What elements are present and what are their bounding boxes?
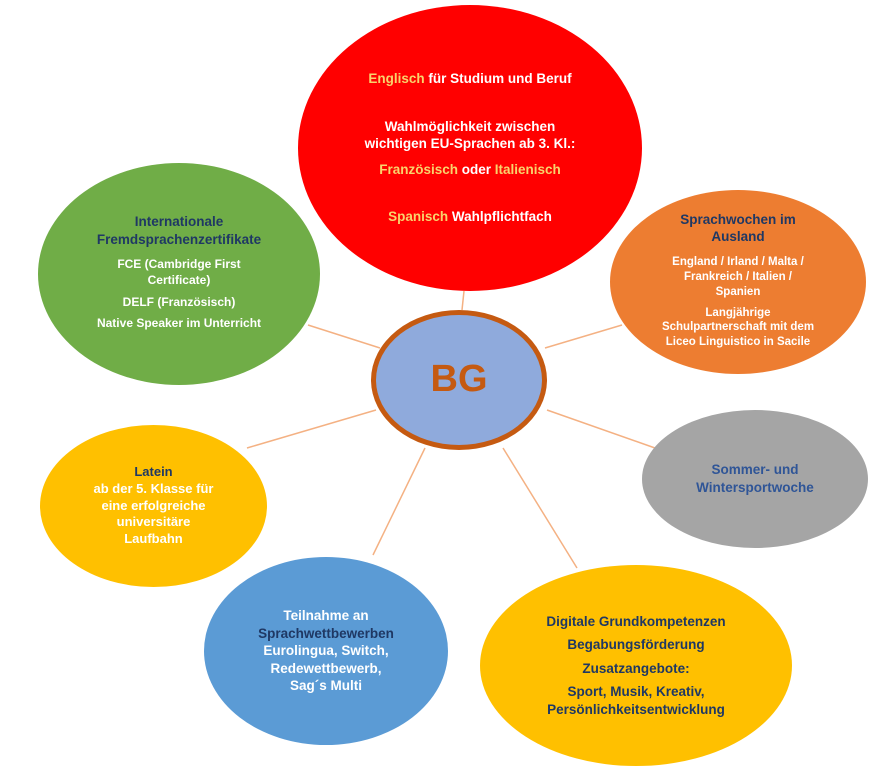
extras-list: Sport, Musik, Kreativ,Persönlichkeitsent… [547,684,725,717]
connector-sport [546,409,656,449]
competitions-heading: Sprachwettbewerben [258,625,394,641]
center-label: BG [430,358,488,401]
bubble-languages: Englisch für Studium und Beruf Wahlmögli… [298,5,642,291]
certificate-delf: DELF (Französisch) [122,294,236,309]
competitions-list: Eurolingua, Switch,Redewettbewerb,Sag´s … [263,643,389,694]
connector-abroad [544,324,623,349]
connector-digital [502,447,578,569]
latin-heading: Latein [134,463,173,479]
french-italian-line: Französisch oder Italienisch [379,161,561,177]
competitions-intro: Teilnahme an [283,608,369,624]
native-speaker: Native Speaker im Unterricht [96,316,262,331]
spanish-line: Spanisch Wahlpflichtfach [388,209,552,225]
abroad-countries: England / Irland / Malta /Frankreich / I… [672,255,804,298]
talent-line: Begabungsförderung [567,637,705,653]
connector-competitions [372,447,426,556]
bubble-digital: Digitale Grundkompetenzen Begabungsförde… [480,565,792,766]
bubble-center: BG [371,310,547,450]
digital-line: Digitale Grundkompetenzen [546,613,726,629]
connector-latin [246,409,377,449]
connector-top [461,290,465,311]
bubble-competitions: Teilnahme an Sprachwettbewerben Euroling… [204,557,448,745]
english-line: Englisch für Studium und Beruf [368,71,572,87]
extras-heading: Zusatzangebote: [582,660,690,676]
connector-certificates [307,324,381,349]
